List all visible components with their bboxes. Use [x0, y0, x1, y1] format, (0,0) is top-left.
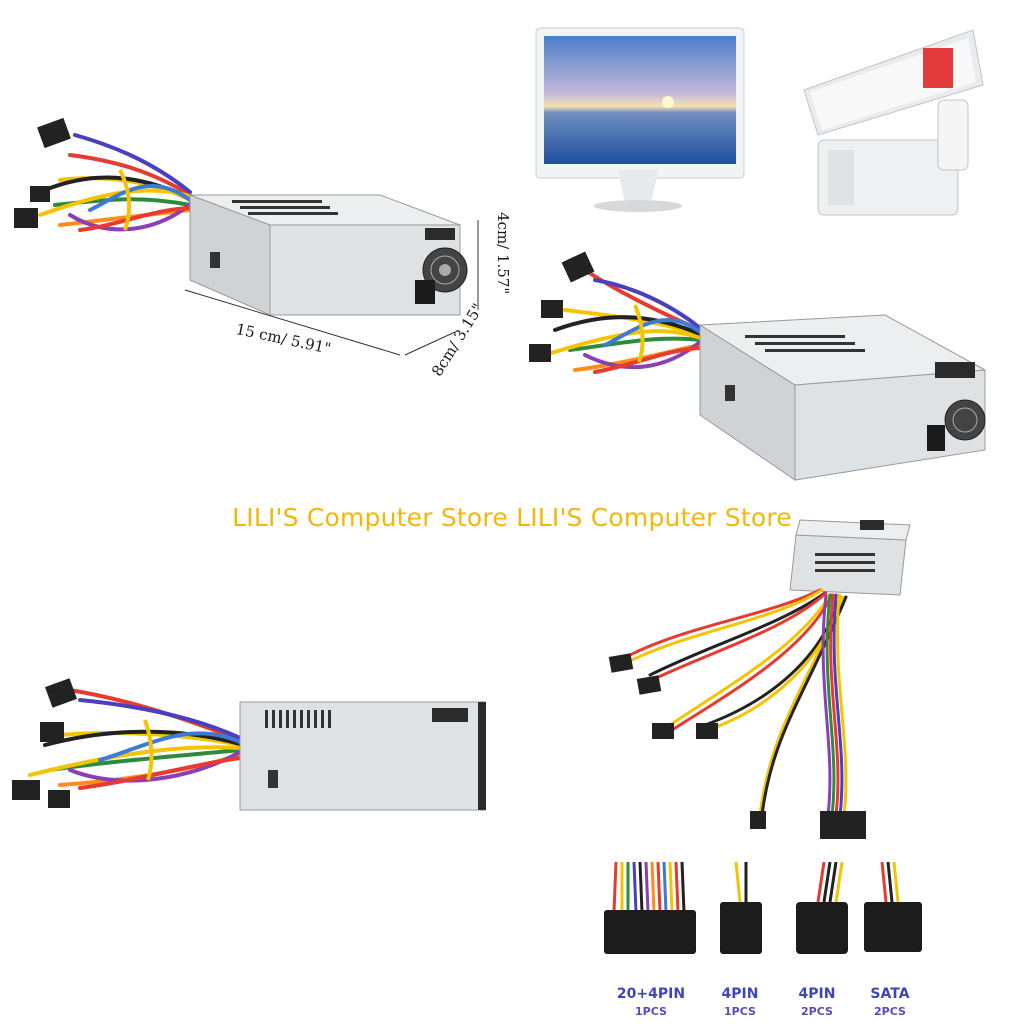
connector-count: 2PCS — [801, 1005, 833, 1018]
connector-name: 4PIN — [798, 986, 836, 1002]
connector-label-20-4pin: 20+4PIN 1PCS — [605, 986, 697, 1020]
connector-closeups — [596, 862, 924, 962]
connector-count: 1PCS — [724, 1005, 756, 1018]
connector-count: 1PCS — [635, 1005, 667, 1018]
usage-devices-photo — [528, 20, 998, 220]
psu-angled-photo — [515, 250, 995, 490]
connector-count: 2PCS — [874, 1005, 906, 1018]
store-watermark: LILI'S Computer Store LILI'S Computer St… — [232, 503, 792, 532]
connector-name: 4PIN — [721, 986, 759, 1002]
connector-label-sata: SATA 2PCS — [855, 986, 925, 1020]
height-dimension-label: 4cm/ 1.57" — [494, 212, 512, 295]
psu-dimension-photo: 15 cm/ 5.91" 8cm/ 3.15" 4cm/ 1.57" — [0, 100, 520, 400]
psu-cables-photo — [600, 515, 920, 855]
connector-label-4pin-molex: 4PIN 2PCS — [782, 986, 852, 1020]
psu-side-photo — [0, 660, 500, 840]
connector-label-4pin-cpu: 4PIN 1PCS — [705, 986, 775, 1020]
connector-name: 20+4PIN — [616, 986, 686, 1002]
connector-name: SATA — [870, 986, 910, 1002]
